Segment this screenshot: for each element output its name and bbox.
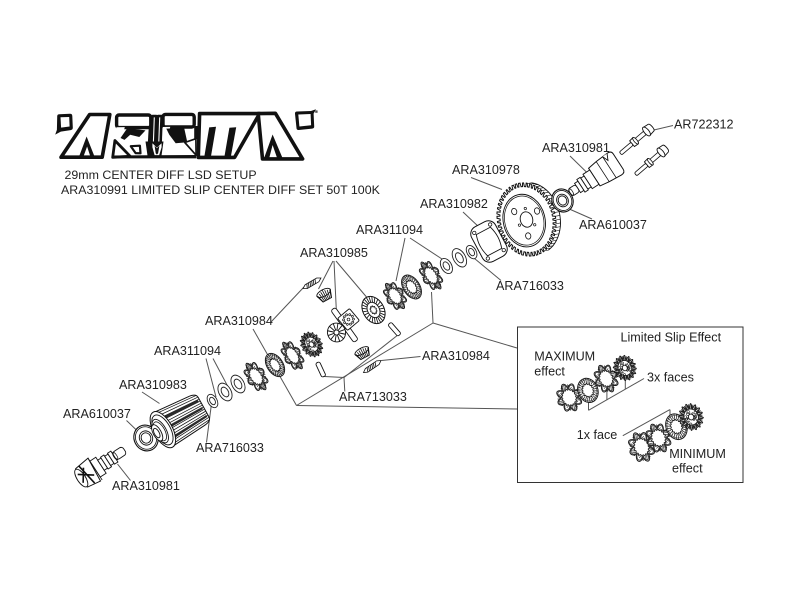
svg-text:effect: effect — [534, 365, 565, 379]
svg-text:ARA716033: ARA716033 — [196, 441, 264, 455]
svg-text:ARA310985: ARA310985 — [300, 246, 368, 260]
svg-text:effect: effect — [672, 461, 703, 475]
svg-text:3x faces: 3x faces — [647, 371, 694, 385]
svg-text:ARA310984: ARA310984 — [205, 314, 273, 328]
svg-text:ARA311094: ARA311094 — [154, 344, 221, 358]
svg-text:Limited Slip Effect: Limited Slip Effect — [621, 331, 722, 345]
svg-text:ARA310981: ARA310981 — [112, 479, 180, 493]
svg-text:ARA310978: ARA310978 — [452, 163, 520, 177]
svg-text:ARA310983: ARA310983 — [119, 378, 187, 392]
svg-text:ARA713033: ARA713033 — [339, 390, 407, 404]
svg-text:ARA610037: ARA610037 — [63, 407, 131, 421]
svg-text:1x face: 1x face — [577, 428, 618, 442]
svg-text:ARA310991 LIMITED SLIP CENTER: ARA310991 LIMITED SLIP CENTER DIFF SET 5… — [61, 183, 381, 197]
svg-text:MAXIMUM: MAXIMUM — [534, 350, 595, 364]
svg-text:ARA310981: ARA310981 — [542, 141, 610, 155]
svg-text:ARA310982: ARA310982 — [420, 197, 488, 211]
svg-text:29mm CENTER DIFF LSD SETUP: 29mm CENTER DIFF LSD SETUP — [65, 168, 257, 182]
svg-text:ARA716033: ARA716033 — [496, 279, 564, 293]
svg-text:ARA610037: ARA610037 — [579, 218, 647, 232]
svg-text:AR722312: AR722312 — [674, 118, 734, 132]
svg-text:ARA311094: ARA311094 — [356, 223, 423, 237]
svg-text:ARA310984: ARA310984 — [422, 349, 490, 363]
svg-text:MINIMUM: MINIMUM — [669, 447, 726, 461]
